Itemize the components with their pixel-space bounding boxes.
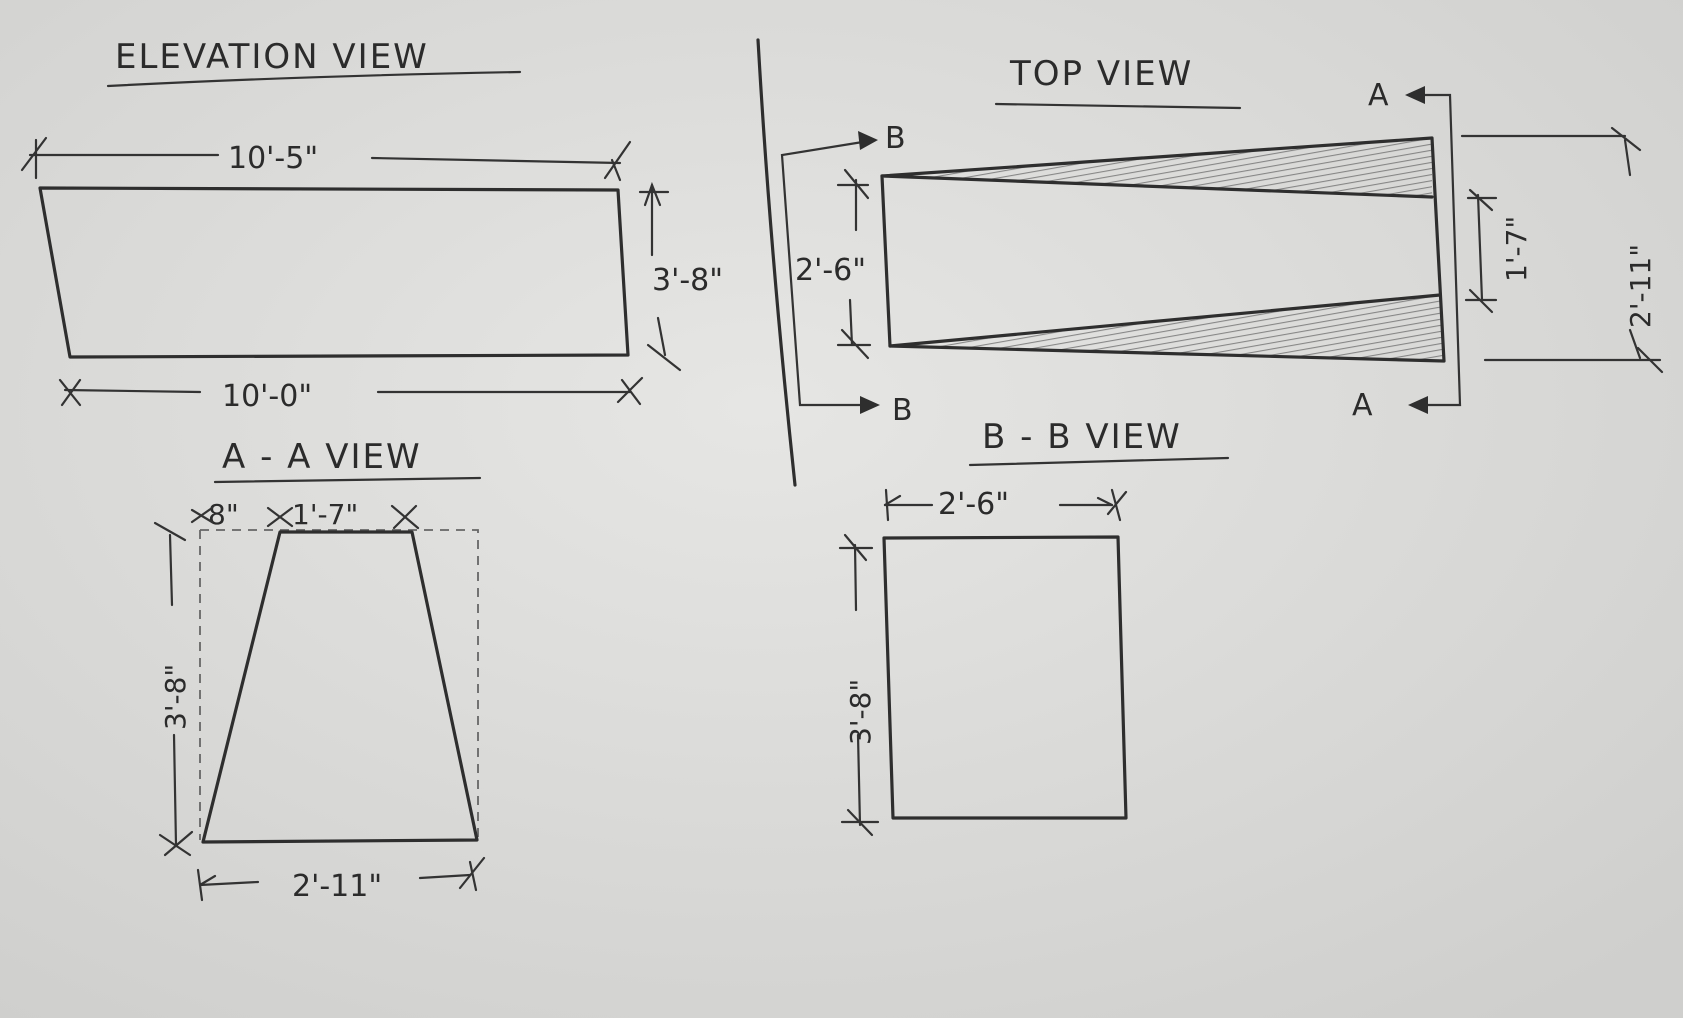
elevation-top-length: 10'-5" xyxy=(228,141,318,176)
top-view-inner-tick-top xyxy=(1466,188,1498,212)
aa-view-title: A - A VIEW xyxy=(222,437,422,477)
bb-view-height: 3'-8" xyxy=(844,679,877,745)
aa-view-height-tick-top xyxy=(153,521,187,542)
top-view-right-tick-top xyxy=(1610,126,1642,152)
bb-view-height-tick-bottom xyxy=(840,808,880,837)
section-b-label-bottom: B xyxy=(892,393,913,428)
aa-view: A - A VIEW 8" 1'-7" 3'-8" 2'-11" xyxy=(153,437,486,904)
aa-view-envelope xyxy=(199,529,479,840)
section-a-arrow-top xyxy=(1405,86,1425,104)
top-view-hatch-upper xyxy=(882,138,1432,197)
top-view-inner-tick-bottom xyxy=(1464,288,1498,314)
elevation-bottom-length: 10'-0" xyxy=(222,379,312,414)
bb-view-height-tick-top xyxy=(838,533,874,562)
elevation-title-underline xyxy=(106,70,522,88)
view-divider xyxy=(756,38,797,487)
top-view-left-width: 2'-6" xyxy=(795,253,866,288)
top-view-left-tick-bottom xyxy=(836,328,872,360)
aa-view-bottom-width: 2'-11" xyxy=(292,869,382,904)
bb-view: B - B VIEW 2'-6" 3'-8" xyxy=(838,417,1230,837)
aa-view-height: 3'-8" xyxy=(159,664,192,730)
bb-view-outline xyxy=(882,535,1128,820)
bb-view-title: B - B VIEW xyxy=(982,417,1182,457)
elevation-height-tick-top xyxy=(638,181,670,207)
elevation-title: ELEVATION VIEW xyxy=(115,37,429,77)
section-b-marker-line xyxy=(780,138,877,407)
aa-view-height-tick-bottom xyxy=(158,830,194,857)
aa-view-bottom-tick-right xyxy=(458,856,486,892)
elevation-top-dim-line xyxy=(28,153,622,165)
elevation-height-dim-line xyxy=(650,183,667,357)
top-view-right-width: 2'-11" xyxy=(1624,244,1657,328)
bb-view-width: 2'-6" xyxy=(938,487,1009,522)
aa-view-bottom-dim-line xyxy=(198,873,472,887)
top-view-right-dim-line xyxy=(1623,138,1642,360)
top-view-left-dim-line xyxy=(848,178,858,347)
section-a-label-top: A xyxy=(1368,78,1389,113)
aa-view-height-dim-line xyxy=(168,533,178,847)
bb-view-width-tick-left xyxy=(883,488,902,522)
elevation-height-tick-bottom xyxy=(646,343,682,372)
elevation-top-dim-tick-left xyxy=(20,136,48,180)
section-b-arrow-top xyxy=(858,131,878,150)
top-view-hatch-lower xyxy=(890,295,1444,361)
elevation-view: ELEVATION VIEW 10'-5" 3'-8" 10'-0" xyxy=(20,37,723,414)
top-view-inner-lower xyxy=(888,293,1442,348)
aa-view-bottom-tick-left xyxy=(196,868,217,902)
top-view-outline xyxy=(880,136,1446,363)
section-a-label-bottom: A xyxy=(1352,388,1373,423)
top-view-inner-upper xyxy=(880,174,1434,199)
section-a-marker-line xyxy=(1423,93,1462,407)
bb-view-title-underline xyxy=(968,456,1230,467)
aa-view-title-underline xyxy=(213,476,482,484)
top-view-title: TOP VIEW xyxy=(1009,54,1193,94)
aa-view-top-width: 1'-7" xyxy=(292,498,358,531)
bb-view-width-tick-right xyxy=(1096,488,1128,522)
section-a-arrow-bottom xyxy=(1408,396,1428,414)
top-view-inner-width: 1'-7" xyxy=(1500,216,1533,282)
bb-view-height-dim-line xyxy=(853,543,862,827)
elevation-bottom-dim-line xyxy=(63,388,632,394)
top-view-inner-dim-line xyxy=(1476,193,1484,302)
top-view-title-underline xyxy=(994,102,1242,110)
elevation-outline xyxy=(38,186,630,359)
elevation-bottom-tick-right xyxy=(616,376,644,406)
aa-view-outline xyxy=(201,530,479,844)
aa-view-top-offset: 8" xyxy=(208,498,239,531)
top-view-left-tick-top xyxy=(836,168,870,200)
elevation-bottom-tick-left xyxy=(58,378,82,407)
section-b-label-top: B xyxy=(885,121,906,156)
aa-view-top-ticks xyxy=(190,504,420,530)
top-view-right-tick-bottom xyxy=(1636,346,1664,374)
top-view: TOP VIEW B B 2'-6" A A 1'-7" xyxy=(780,54,1664,428)
section-b-arrow-bottom xyxy=(860,396,880,414)
elevation-top-dim-tick-right xyxy=(603,140,632,182)
elevation-height: 3'-8" xyxy=(652,263,723,298)
